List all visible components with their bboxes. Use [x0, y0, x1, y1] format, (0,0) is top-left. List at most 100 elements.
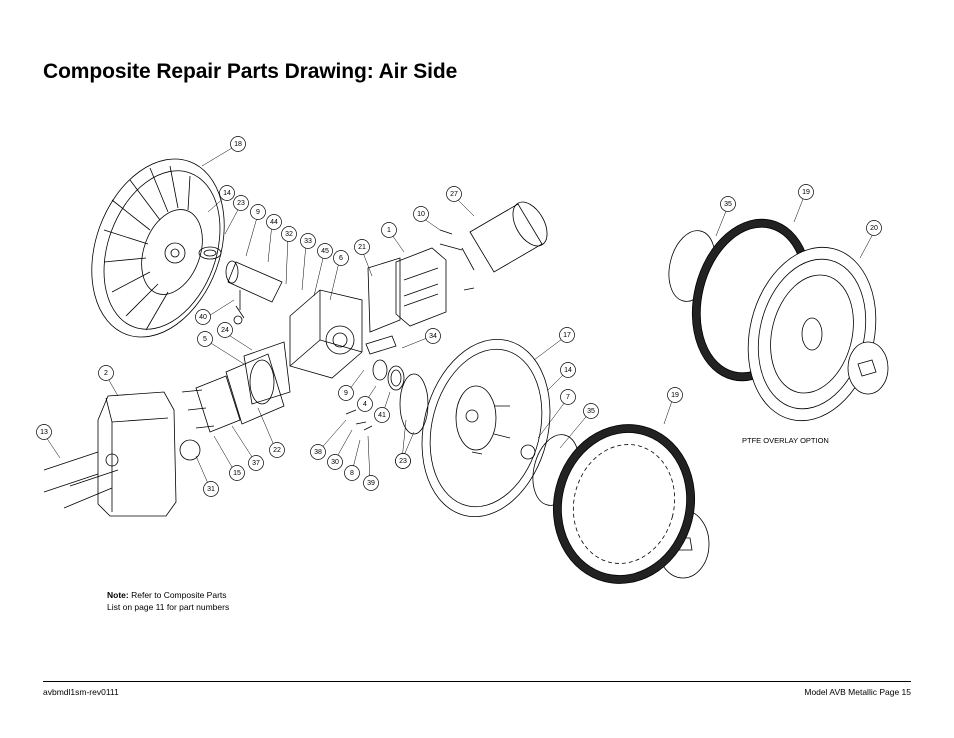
callout-label: 22 [273, 447, 281, 454]
callout-bubble [559, 327, 575, 343]
callout-label: 7 [566, 394, 570, 401]
callout-label: 45 [321, 248, 329, 255]
callout-bubble [374, 407, 390, 423]
callout-label: 39 [367, 480, 375, 487]
callout-label: 37 [252, 460, 260, 467]
callout-9: 9 [338, 385, 354, 401]
callout-bubble [798, 184, 814, 200]
callout-bubble [281, 226, 297, 242]
callout-label: 21 [358, 244, 366, 251]
callout-15: 15 [229, 465, 245, 481]
callout-group: 1814239443233456211102735192040245213153… [36, 136, 882, 497]
callout-label: 31 [207, 486, 215, 493]
callout-bubble [583, 403, 599, 419]
callout-6: 6 [333, 250, 349, 266]
callout-label: 17 [563, 332, 571, 339]
callout-19: 19 [667, 387, 683, 403]
callout-bubble [413, 206, 429, 222]
callout-label: 30 [331, 459, 339, 466]
callout-bubble [560, 362, 576, 378]
callout-2: 2 [98, 365, 114, 381]
callout-label: 15 [233, 470, 241, 477]
callout-bubble [338, 385, 354, 401]
callout-bubble [230, 136, 246, 152]
callout-40: 40 [195, 309, 211, 325]
callout-label: 13 [40, 429, 48, 436]
footer-doc-code: avbmdl1sm-rev0111 [43, 687, 119, 697]
callout-label: 18 [234, 141, 242, 148]
callout-bubble [197, 331, 213, 347]
callout-label: 19 [671, 392, 679, 399]
callout-bubble [195, 309, 211, 325]
callout-bubble [248, 455, 264, 471]
callout-label: 5 [203, 336, 207, 343]
callout-8: 8 [344, 465, 360, 481]
callout-13: 13 [36, 424, 52, 440]
callout-5: 5 [197, 331, 213, 347]
callout-label: 34 [429, 333, 437, 340]
callout-35: 35 [720, 196, 736, 212]
callout-bubble [395, 453, 411, 469]
center-block-part [289, 289, 363, 379]
callout-label: 19 [802, 189, 810, 196]
callout-24: 24 [217, 322, 233, 338]
page-title: Composite Repair Parts Drawing: Air Side [43, 60, 458, 83]
callout-bubble [98, 365, 114, 381]
callout-22: 22 [269, 442, 285, 458]
callout-bubble [667, 387, 683, 403]
note-text: Note: Refer to Composite Parts List on p… [107, 589, 229, 613]
callout-label: 9 [344, 390, 348, 397]
callout-bubble [219, 185, 235, 201]
callout-14: 14 [560, 362, 576, 378]
callout-30: 30 [327, 454, 343, 470]
note-label: Note: [107, 590, 129, 600]
footer-page-label: Model AVB Metallic Page 15 [804, 687, 911, 697]
callout-14: 14 [219, 185, 235, 201]
callout-38: 38 [310, 444, 326, 460]
callout-label: 24 [221, 327, 229, 334]
callout-bubble [446, 186, 462, 202]
callout-label: 8 [350, 470, 354, 477]
callout-bubble [250, 204, 266, 220]
callout-17: 17 [559, 327, 575, 343]
callout-bubble [327, 454, 343, 470]
callout-bubble [300, 233, 316, 249]
housing-part [97, 391, 201, 517]
gasket-small-part [198, 246, 222, 260]
callout-label: 38 [314, 449, 322, 456]
muffler-part [461, 201, 548, 273]
callout-label: 35 [724, 201, 732, 208]
valve-plate-part [195, 341, 291, 433]
callout-20: 20 [866, 220, 882, 236]
callout-bubble [203, 481, 219, 497]
seal-ring-part [365, 335, 429, 435]
callout-bubble [36, 424, 52, 440]
note-line-2: List on page 11 for part numbers [107, 602, 230, 612]
callout-label: 23 [399, 458, 407, 465]
callout-18: 18 [230, 136, 246, 152]
bolt-set-part [43, 229, 511, 509]
callout-bubble [310, 444, 326, 460]
callout-label: 2 [104, 370, 108, 377]
outer-chamber-part [91, 158, 225, 338]
callout-label: 4 [363, 401, 367, 408]
callout-39: 39 [363, 475, 379, 491]
callout-45: 45 [317, 243, 333, 259]
callout-label: 41 [378, 412, 386, 419]
callout-bubble [333, 250, 349, 266]
callout-41: 41 [374, 407, 390, 423]
callout-label: 33 [304, 238, 312, 245]
callout-label: 23 [237, 200, 245, 207]
ptfe-overlay-label: PTFE OVERLAY OPTION [742, 436, 829, 445]
callout-bubble [354, 239, 370, 255]
callout-32: 32 [281, 226, 297, 242]
callout-10: 10 [413, 206, 429, 222]
callout-label: 9 [256, 209, 260, 216]
callout-bubble [317, 243, 333, 259]
callout-34: 34 [425, 328, 441, 344]
callout-bubble [344, 465, 360, 481]
callout-bubble [357, 396, 373, 412]
callout-37: 37 [248, 455, 264, 471]
callout-19: 19 [798, 184, 814, 200]
